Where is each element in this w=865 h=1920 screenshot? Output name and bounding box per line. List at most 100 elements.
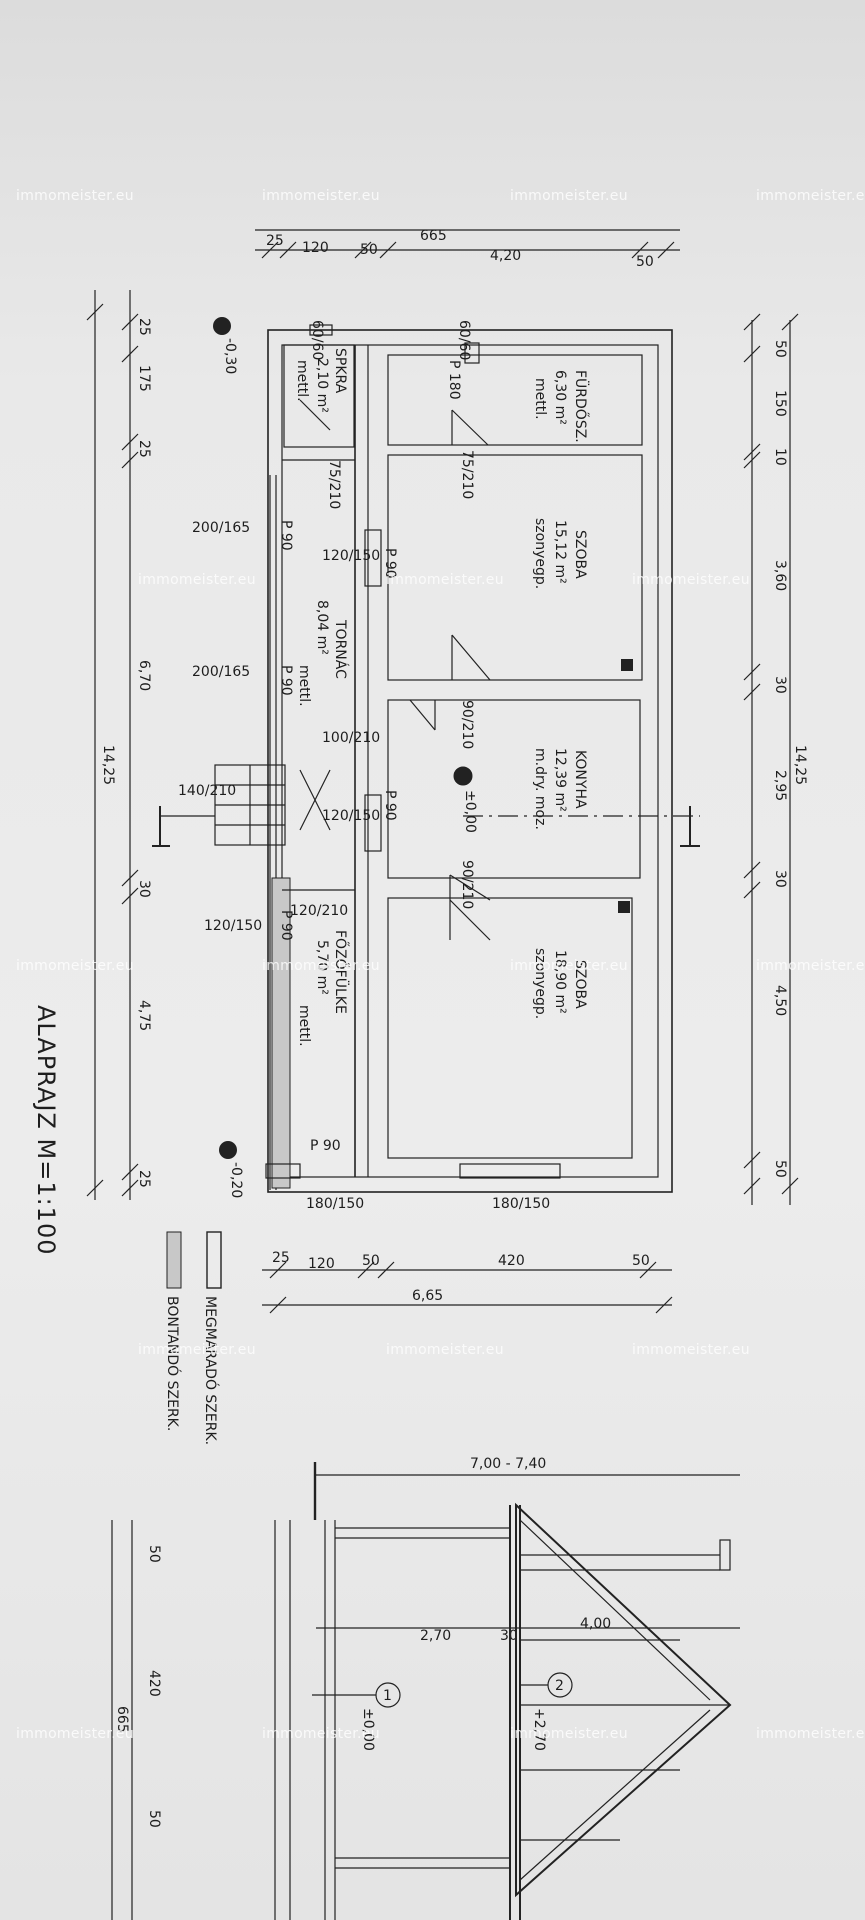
opening-13: 120/150 xyxy=(204,918,262,934)
room-label-tornac: TORNÁC xyxy=(332,619,349,679)
section-mark-1: 1 xyxy=(383,1688,392,1704)
dim-right-3: 10 xyxy=(772,448,788,466)
dim-top-3: 50 xyxy=(360,242,378,258)
dim-left-5: 30 xyxy=(136,880,152,898)
watermarks: immomeister.eu immomeister.eu immomeiste… xyxy=(16,188,865,1742)
plan-walls xyxy=(214,329,673,1193)
level-labels: ±0,00 -0,30 -0,20 xyxy=(222,338,478,1198)
section-level-top: +2,70 xyxy=(531,1708,547,1751)
svg-text:immomeister.eu: immomeister.eu xyxy=(510,1726,628,1742)
room-area-fozofulke: 5,70 m² xyxy=(314,940,330,995)
dim-right-5: 30 xyxy=(772,676,788,694)
room-floor-spajz: mettl. xyxy=(294,360,310,402)
dim-bottom-total: 6,65 xyxy=(412,1288,443,1304)
room-area-furdo: 6,30 m² xyxy=(552,370,568,425)
dim-right-7: 30 xyxy=(772,870,788,888)
svg-text:immomeister.eu: immomeister.eu xyxy=(138,1342,256,1358)
dim-right-2: 150 xyxy=(772,390,788,417)
dim-left-total: 14,25 xyxy=(100,745,116,785)
section-left-1: 50 xyxy=(146,1545,162,1563)
dim-right-8: 4,50 xyxy=(772,985,788,1016)
dim-bottom-2: 120 xyxy=(308,1256,335,1272)
svg-text:immomeister.eu: immomeister.eu xyxy=(262,958,380,974)
dim-top-1: 25 xyxy=(266,233,284,249)
dim-right: 50 150 10 3,60 30 2,95 30 4,50 50 14,25 xyxy=(743,313,808,1205)
opening-labels: 60/60 60/60 75/210 75/210 90/210 90/210 … xyxy=(178,320,550,1212)
opening-2: 60/60 xyxy=(456,320,472,360)
opening-16: 120/210 xyxy=(290,903,348,919)
dim-left-1: 25 xyxy=(136,318,152,336)
door-code-d: P 90 xyxy=(278,520,294,551)
level-bottom: -0,20 xyxy=(228,1162,244,1198)
dim-top-5: 50 xyxy=(636,254,654,270)
level-markers xyxy=(213,317,473,1159)
dim-bottom-4: 420 xyxy=(498,1253,525,1269)
svg-text:immomeister.eu: immomeister.eu xyxy=(632,1342,750,1358)
opening-7: 120/150 xyxy=(322,548,380,564)
room-floor-konyha: m.dry. moz. xyxy=(532,748,548,830)
room-floor-szoba1: szonyegp. xyxy=(532,518,548,589)
door-code-a: P 180 xyxy=(446,360,462,400)
door-code-f: P 90 xyxy=(278,910,294,941)
level-left: -0,30 xyxy=(222,338,238,374)
opening-8: 120/150 xyxy=(322,808,380,824)
door-code-c: P 90 xyxy=(382,790,398,821)
dim-bottom-5: 50 xyxy=(632,1253,650,1269)
svg-text:immomeister.eu: immomeister.eu xyxy=(756,188,865,204)
svg-text:immomeister.eu: immomeister.eu xyxy=(510,958,628,974)
dim-left-4: 6,70 xyxy=(136,660,152,691)
dim-top-4: 4,20 xyxy=(490,248,521,264)
room-area-szoba2: 18,90 m² xyxy=(552,950,568,1014)
dim-left-2: 175 xyxy=(136,365,152,392)
svg-text:immomeister.eu: immomeister.eu xyxy=(632,572,750,588)
section-h3: 4,00 xyxy=(580,1616,611,1632)
section-h1: 2,70 xyxy=(420,1628,451,1644)
room-label-szoba1: SZOBA xyxy=(572,530,588,579)
dim-left: 25 175 25 6,70 30 4,75 25 14,25 xyxy=(86,290,152,1200)
room-floor-fozofulke: mettl. xyxy=(296,1005,312,1047)
section-left-3: 50 xyxy=(146,1810,162,1828)
level-main: ±0,00 xyxy=(462,790,478,833)
opening-1: 60/60 xyxy=(309,320,325,360)
opening-9: 100/210 xyxy=(322,730,380,746)
svg-text:immomeister.eu: immomeister.eu xyxy=(756,1726,865,1742)
dim-top-total: 665 xyxy=(420,228,447,244)
section-width: 7,00 - 7,40 xyxy=(470,1456,546,1472)
section-left-2: 420 xyxy=(146,1670,162,1697)
door-swings xyxy=(152,324,700,1179)
opening-11: 200/165 xyxy=(192,520,250,536)
section-h2: 30 xyxy=(500,1628,518,1644)
room-label-furdo: FÜRDŐSZ. xyxy=(572,370,590,443)
dim-right-9: 50 xyxy=(772,1160,788,1178)
opening-15: 180/150 xyxy=(306,1196,364,1212)
dim-bottom: 25 120 50 420 50 6,65 xyxy=(262,1250,673,1314)
room-label-szoba2: SZOBA xyxy=(572,960,588,1009)
opening-14: 180/150 xyxy=(492,1196,550,1212)
opening-12: 200/165 xyxy=(192,664,250,680)
room-area-spajz: 2,10 m² xyxy=(314,358,330,413)
svg-text:immomeister.eu: immomeister.eu xyxy=(386,572,504,588)
room-label-konyha: KONYHA xyxy=(572,750,588,809)
section-mark-2: 2 xyxy=(555,1678,564,1694)
svg-text:immomeister.eu: immomeister.eu xyxy=(262,188,380,204)
dim-left-3: 25 xyxy=(136,440,152,458)
opening-10: 140/210 xyxy=(178,783,236,799)
legend-item1: MEGMARADÓ SZERK. xyxy=(202,1296,220,1445)
svg-text:immomeister.eu: immomeister.eu xyxy=(756,958,865,974)
svg-text:immomeister.eu: immomeister.eu xyxy=(138,572,256,588)
dim-top: 25 120 50 4,20 50 665 xyxy=(255,228,680,270)
door-code-e: P 90 xyxy=(278,665,294,696)
dim-left-6: 4,75 xyxy=(136,1000,152,1031)
section-drawing: 7,00 - 7,40 2,70 30 4,00 1 2 xyxy=(111,1456,740,1920)
dim-bottom-3: 50 xyxy=(362,1253,380,1269)
opening-4: 75/210 xyxy=(326,460,342,509)
room-area-szoba1: 15,12 m² xyxy=(552,520,568,584)
dim-right-total: 14,25 xyxy=(792,745,808,785)
room-area-konyha: 12,39 m² xyxy=(552,748,568,812)
legend: MEGMARADÓ SZERK. BONTANDÓ SZERK. xyxy=(164,1231,222,1445)
section-left-total: 665 xyxy=(114,1706,130,1733)
svg-text:immomeister.eu: immomeister.eu xyxy=(16,188,134,204)
door-code-b: P 90 xyxy=(382,548,398,579)
room-area-tornac: 8,04 m² xyxy=(314,600,330,655)
